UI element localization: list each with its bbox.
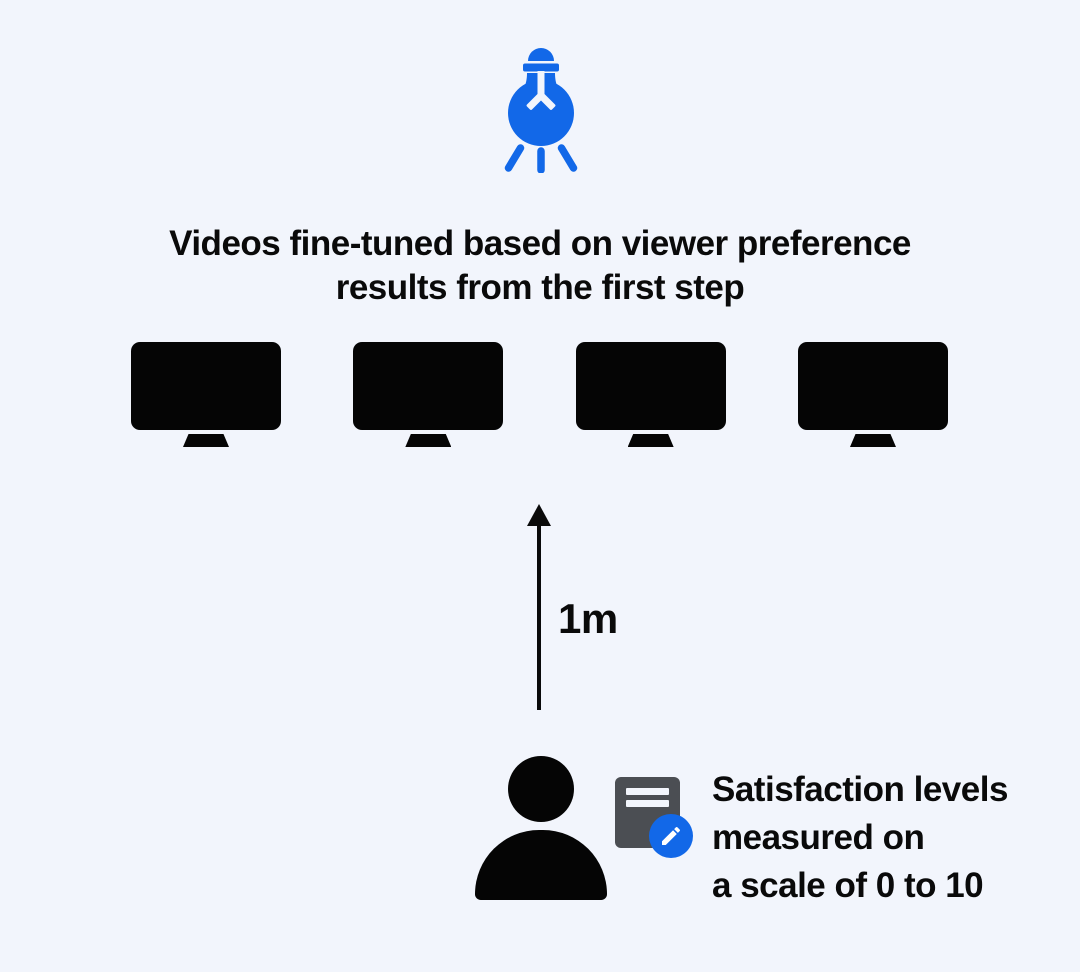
monitor-screen [575, 342, 726, 430]
document-line [626, 788, 669, 795]
pencil-edit-icon [662, 826, 681, 845]
title-line-1: Videos fine-tuned based on viewer prefer… [169, 224, 911, 263]
monitor-stand [183, 434, 229, 447]
note-line-2: measured on [712, 818, 925, 857]
monitor-stand [405, 434, 452, 447]
satisfaction-note: Satisfaction levels measured on a scale … [712, 766, 1008, 910]
monitor-icon [575, 342, 726, 447]
monitor-stand [849, 434, 896, 447]
monitor-stand [627, 434, 674, 447]
monitor-screen [131, 342, 281, 430]
monitor-screen [797, 342, 948, 430]
monitor-screen [353, 342, 504, 430]
note-line-3: a scale of 0 to 10 [712, 866, 984, 905]
arrow-up-icon [527, 504, 551, 526]
person-body [475, 830, 607, 900]
title-line-2: results from the first step [335, 268, 745, 307]
note-line-1: Satisfaction levels [712, 770, 1008, 809]
survey-document-icon [615, 777, 680, 848]
arrow-line [537, 523, 541, 710]
lightbulb-rays-icon [502, 47, 580, 174]
monitor-row [131, 342, 948, 447]
monitor-icon [131, 342, 281, 447]
person-icon [508, 756, 574, 822]
document-line [626, 800, 669, 807]
title: Videos fine-tuned based on viewer prefer… [0, 222, 1080, 310]
lightbulb-svg [504, 48, 578, 174]
distance-label: 1m [558, 595, 618, 642]
edit-badge [649, 814, 693, 858]
monitor-icon [797, 342, 948, 447]
monitor-icon [353, 342, 504, 447]
